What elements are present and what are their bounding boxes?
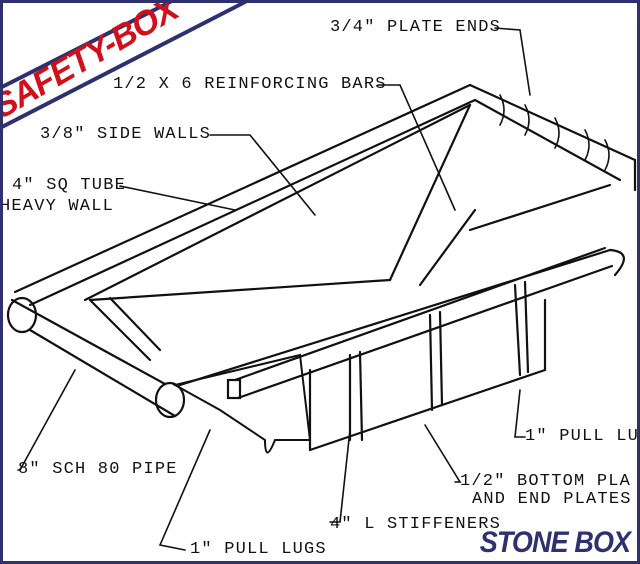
label-end-plates: AND END PLATES [472, 490, 632, 509]
leader-lines [17, 27, 531, 551]
label-pipe: 8" SCH 80 PIPE [18, 460, 178, 479]
label-sq-tube: 4" SQ TUBE [12, 176, 127, 195]
label-plate-ends: 3/4" PLATE ENDS [330, 18, 502, 37]
label-bottom-plate: 1/2" BOTTOM PLA [460, 472, 632, 491]
label-pull-lugs: 1" PULL LUGS [190, 540, 327, 559]
logo-band [0, 0, 250, 130]
front-rail [178, 246, 625, 400]
label-heavy-wall: HEAVY WALL [0, 197, 115, 216]
pipe [6, 296, 186, 419]
side-tube [13, 83, 477, 307]
label-stiffeners: 4" L STIFFENERS [330, 515, 502, 534]
pull-lug [172, 353, 312, 454]
end-plate [468, 83, 637, 192]
label-pull-lug: 1" PULL LUG [525, 427, 640, 446]
label-side-walls: 3/8" SIDE WALLS [40, 125, 212, 144]
label-reinforcing-bars: 1/2 X 6 REINFORCING BARS [113, 75, 387, 94]
stone-box-title: STONE BOX [479, 526, 631, 559]
